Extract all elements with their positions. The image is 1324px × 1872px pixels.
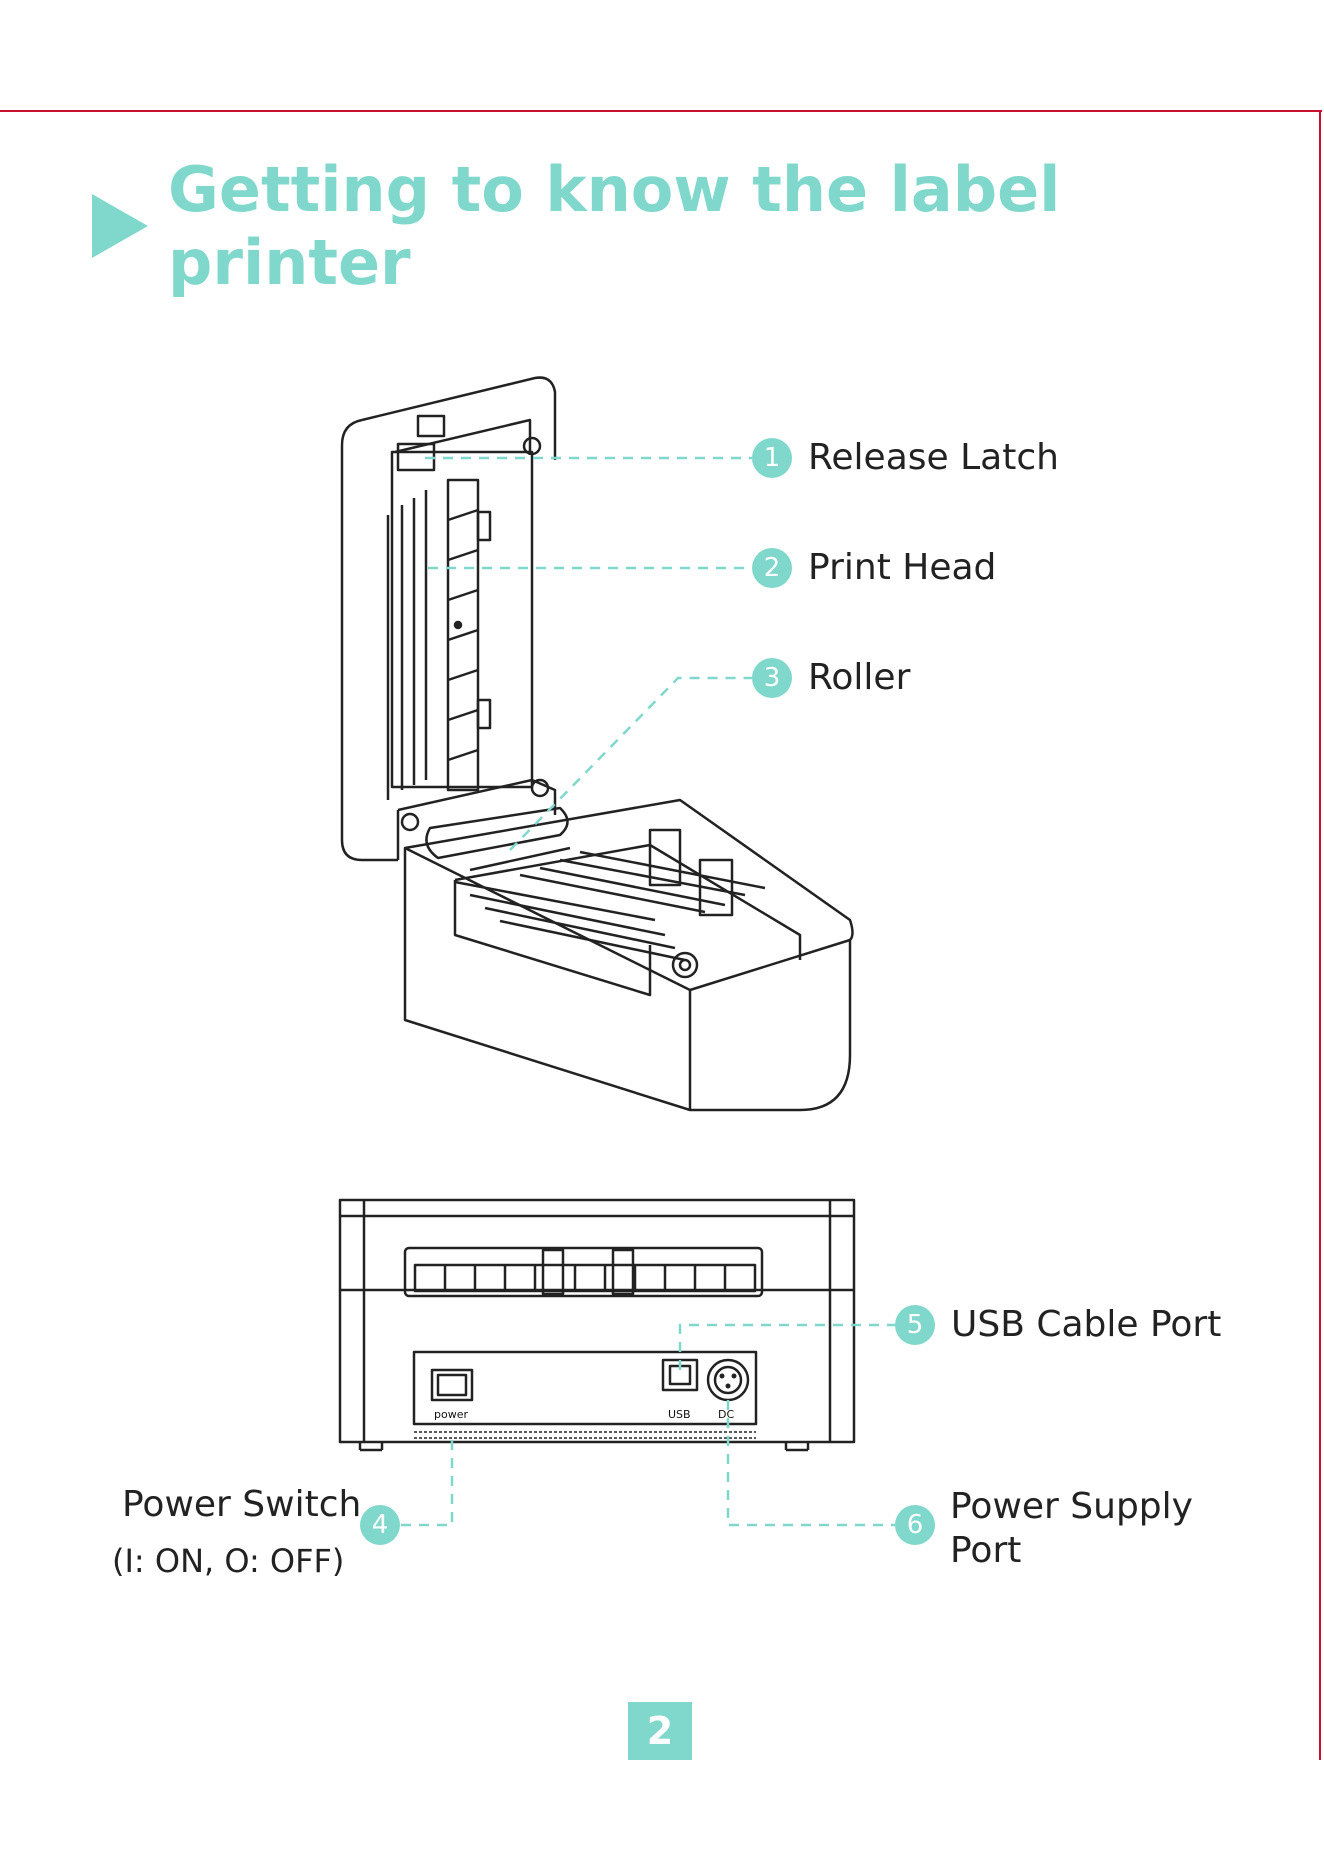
- callout-label: Release Latch: [808, 438, 1059, 478]
- callout-label: Print Head: [808, 548, 996, 588]
- callout-label-line2: Port: [950, 1530, 1021, 1571]
- leader-line-power-supply: [728, 1400, 895, 1525]
- callout-label: USB Cable Port: [951, 1305, 1221, 1345]
- callout-usb-cable-port: 5 USB Cable Port: [895, 1305, 1221, 1345]
- page-number: 2: [628, 1702, 692, 1760]
- callout-number: 2: [752, 548, 792, 588]
- callout-number: 3: [752, 658, 792, 698]
- callout-label: Power Supply: [950, 1486, 1193, 1527]
- callout-number: 6: [895, 1505, 935, 1545]
- leader-line-power-switch: [400, 1440, 452, 1525]
- leader-line-usb: [680, 1325, 895, 1370]
- power-port-label: power: [434, 1408, 468, 1421]
- callout-label: Roller: [808, 658, 910, 698]
- power-switch-subtext: (I: ON, O: OFF): [112, 1542, 344, 1580]
- dc-port-label: DC: [718, 1408, 734, 1421]
- callout-print-head: 2 Print Head: [752, 548, 996, 588]
- usb-port-label: USB: [668, 1408, 691, 1421]
- callout-number: 5: [895, 1305, 935, 1345]
- callout-release-latch: 1 Release Latch: [752, 438, 1059, 478]
- callout-roller: 3 Roller: [752, 658, 910, 698]
- callout-power-switch: Power Switch: [122, 1485, 361, 1525]
- callout-number: 1: [752, 438, 792, 478]
- callout-number: 4: [360, 1505, 400, 1545]
- callout-label: Power Switch: [122, 1485, 361, 1525]
